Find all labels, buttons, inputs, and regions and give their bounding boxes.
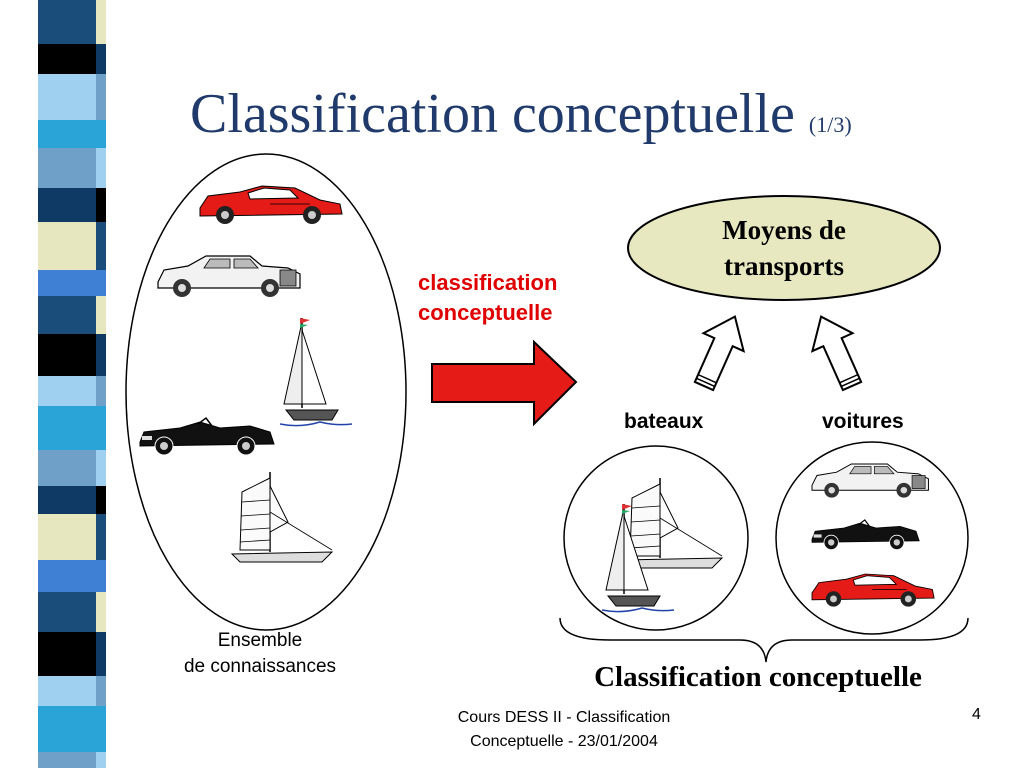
stripe-segment xyxy=(38,74,96,120)
arrow-label: classification conceptuelle xyxy=(418,268,557,328)
stripe-segment xyxy=(96,376,106,406)
stripe-segment xyxy=(38,486,96,514)
stripe-segment xyxy=(96,406,106,450)
stripe-segment xyxy=(96,44,106,74)
junk-boat-icon xyxy=(231,471,333,563)
stripe-segment xyxy=(38,592,96,632)
cars-class-label: voitures xyxy=(822,410,904,433)
top-node-ellipse xyxy=(627,195,941,301)
stripe-segment xyxy=(38,706,96,752)
stripe-segment xyxy=(38,406,96,450)
ensemble-line2: de connaissances xyxy=(183,656,337,677)
knowledge-set-ellipse xyxy=(125,153,407,631)
vintage-sedan-icon xyxy=(811,463,929,499)
stripe-segment xyxy=(96,486,106,514)
stripe-segment xyxy=(96,450,106,486)
boats-class-circle xyxy=(563,445,749,631)
stripe-segment xyxy=(38,334,96,376)
slide-title: Classification conceptuelle (1/3) xyxy=(190,82,990,146)
cars-class-circle xyxy=(775,441,969,635)
stripe-segment xyxy=(38,676,96,706)
slide-title-text: Classification conceptuelle xyxy=(190,83,795,145)
red-sports-car-icon xyxy=(199,185,343,225)
black-convertible-icon xyxy=(811,519,920,551)
arrow-label-line1: classification xyxy=(418,270,558,295)
stripe-segment xyxy=(38,752,96,768)
stripe-segment xyxy=(96,514,106,560)
stripe-segment xyxy=(96,148,106,188)
stripe-segment xyxy=(38,560,96,592)
stripe-segment xyxy=(96,676,106,706)
stripe-segment xyxy=(96,560,106,592)
top-node-label: Moyens de transports xyxy=(628,212,940,284)
stripe-segment xyxy=(96,270,106,296)
stripe-segment xyxy=(38,632,96,676)
sailboat-icon xyxy=(279,317,353,427)
stripe-segment xyxy=(38,188,96,222)
stripe-segment xyxy=(38,0,96,44)
red-sports-car-icon xyxy=(811,573,935,608)
hollow-up-arrow-icon xyxy=(682,306,757,396)
stripe-segment xyxy=(96,334,106,376)
stripe-segment xyxy=(96,632,106,676)
stripe-segment xyxy=(38,222,96,270)
vintage-sedan-icon xyxy=(157,255,301,298)
stripe-segment xyxy=(38,514,96,560)
top-node-line2: transports xyxy=(724,251,844,281)
stripe-segment xyxy=(96,296,106,334)
stripe-segment xyxy=(38,44,96,74)
stripe-segment xyxy=(38,120,96,148)
stripe-segment xyxy=(38,376,96,406)
decorative-stripe-bar xyxy=(0,0,112,768)
arrow-label-line2: conceptuelle xyxy=(418,300,553,325)
black-convertible-icon xyxy=(139,417,275,456)
boats-class-label: bateaux xyxy=(624,410,704,433)
stripe-segment xyxy=(96,222,106,270)
stripe-segment xyxy=(96,188,106,222)
stripe-segment xyxy=(38,296,96,334)
ensemble-caption: Ensemble de connaissances xyxy=(160,628,360,680)
footer-line1: Cours DESS II - Classification xyxy=(457,709,671,726)
curly-brace-icon xyxy=(559,617,969,663)
stripe-segment xyxy=(96,706,106,752)
stripe-segment xyxy=(38,270,96,296)
page-number: 4 xyxy=(972,706,981,723)
stripe-segment xyxy=(96,120,106,148)
hollow-up-arrow-icon xyxy=(799,306,874,396)
stripe-segment xyxy=(96,752,106,768)
stripe-segment xyxy=(96,74,106,120)
footer-line2: Conceptuelle - 23/01/2004 xyxy=(470,733,658,750)
slide-title-suffix: (1/3) xyxy=(808,112,852,137)
stripe-segment xyxy=(38,148,96,188)
slide-footer: Cours DESS II - Classification Conceptue… xyxy=(414,706,714,754)
ensemble-line1: Ensemble xyxy=(217,630,303,651)
top-node-line1: Moyens de xyxy=(722,215,846,245)
stripe-segment xyxy=(96,592,106,632)
stripe-segment xyxy=(38,450,96,486)
stripe-segment xyxy=(96,0,106,44)
red-right-arrow-icon xyxy=(431,339,578,427)
bottom-classification-title: Classification conceptuelle xyxy=(594,661,922,693)
